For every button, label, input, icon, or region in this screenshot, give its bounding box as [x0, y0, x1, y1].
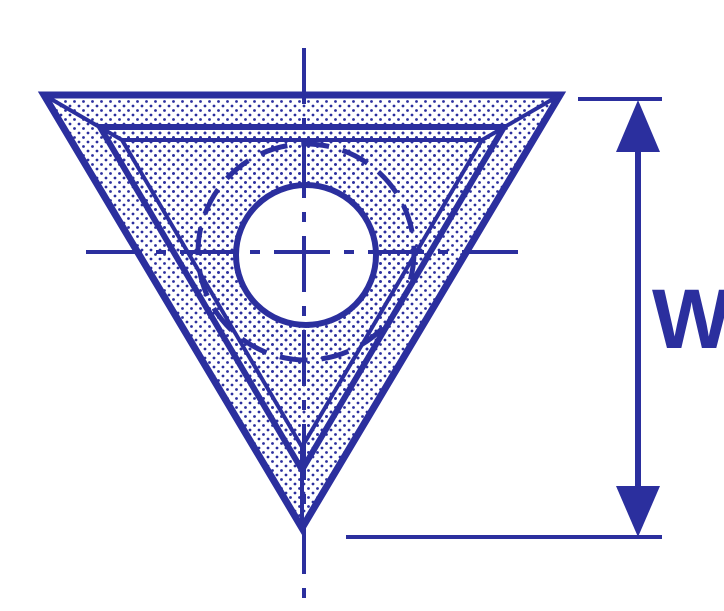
- dimension-label-w: W: [652, 272, 724, 366]
- corner-bevel-right: [481, 93, 561, 142]
- inner-edge-triangle: [118, 138, 486, 451]
- dimension-arrow-up: [616, 100, 660, 152]
- corner-bevel-left: [43, 93, 123, 142]
- dimension-arrow-down: [616, 486, 660, 537]
